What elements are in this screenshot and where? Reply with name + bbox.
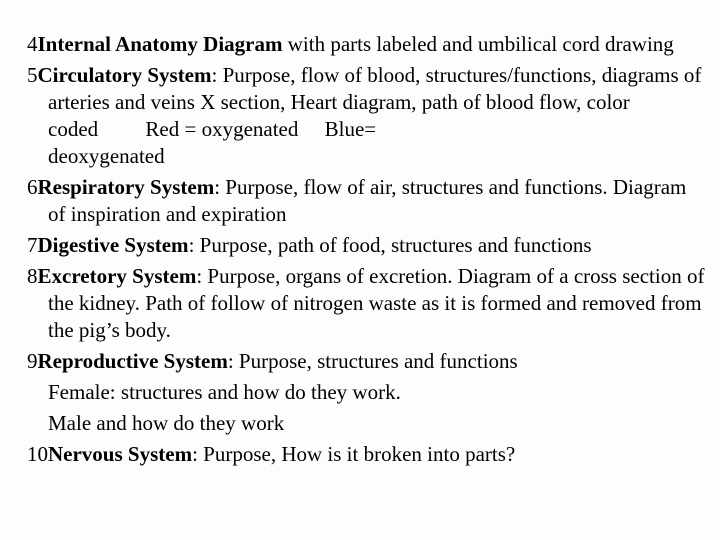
item-text: : Purpose, structures and functions [227, 349, 518, 373]
list-item-10: 10Nervous System: Purpose, How is it bro… [27, 441, 705, 468]
item-number: 10 [27, 442, 48, 466]
item-number: 5 [27, 63, 38, 87]
item-number: 8 [27, 264, 38, 288]
item-text: with parts labeled and umbilical cord dr… [282, 32, 674, 56]
subline-text: Male and how do they work [48, 411, 285, 435]
item-text: : Purpose, flow of air, structures and f… [48, 175, 687, 226]
item-number: 7 [27, 233, 38, 257]
item-text: : Purpose, organs of excretion. Diagram … [48, 264, 705, 342]
item-title: Nervous System [48, 442, 193, 466]
item-title: Digestive System [37, 233, 189, 257]
item-title: Excretory System [37, 264, 197, 288]
subline-text: Female: structures and how do they work. [48, 380, 401, 404]
list-item-5: 5Circulatory System: Purpose, flow of bl… [27, 62, 705, 170]
item-number: 6 [27, 175, 38, 199]
item-title: Circulatory System [37, 63, 212, 87]
item-text-continued: deoxygenated [48, 144, 165, 168]
item-title: Internal Anatomy Diagram [37, 32, 283, 56]
item-number: 4 [27, 32, 38, 56]
list-item-4: 4Internal Anatomy Diagram with parts lab… [27, 31, 705, 58]
item-title: Respiratory System [37, 175, 215, 199]
list-item-7: 7Digestive System: Purpose, path of food… [27, 232, 705, 259]
item-title: Reproductive System [37, 349, 228, 373]
item-text: : Purpose, How is it broken into parts? [192, 442, 516, 466]
list-item-9: 9Reproductive System: Purpose, structure… [27, 348, 705, 375]
list-item-9-subline-male: Male and how do they work [27, 410, 705, 437]
list-item-6: 6Respiratory System: Purpose, flow of ai… [27, 174, 705, 228]
item-text: : Purpose, path of food, structures and … [188, 233, 592, 257]
item-text: : Purpose, flow of blood, structures/fun… [48, 63, 702, 141]
list-item-9-subline-female: Female: structures and how do they work. [27, 379, 705, 406]
item-number: 9 [27, 349, 38, 373]
list-item-8: 8Excretory System: Purpose, organs of ex… [27, 263, 705, 344]
